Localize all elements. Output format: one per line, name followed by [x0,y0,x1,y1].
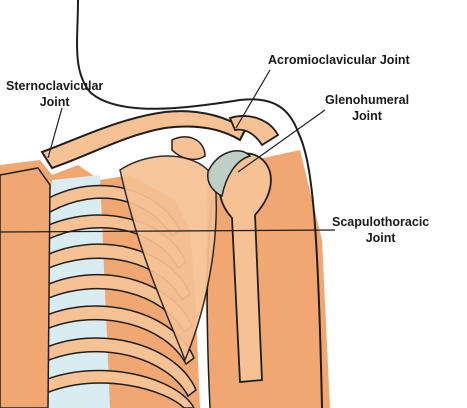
acromion [230,116,278,145]
acromioclavicular-label: Acromioclavicular Joint [268,52,410,68]
sternum [0,168,50,408]
scapulothoracic-label-line1: Scapulothoracic [332,214,429,230]
sternoclavicular-label: Sternoclavicular Joint [6,78,103,110]
sternoclavicular-label-line1: Sternoclavicular [6,78,103,94]
sternoclavicular-label-line2: Joint [6,94,103,110]
scapulothoracic-label: Scapulothoracic Joint [332,214,429,246]
glenohumeral-label-line1: Glenohumeral [325,92,409,108]
glenohumeral-label: Glenohumeral Joint [325,92,409,124]
scapulothoracic-label-line2: Joint [332,230,429,246]
acromioclavicular-label-line1: Acromioclavicular Joint [268,52,410,68]
glenohumeral-label-line2: Joint [325,108,409,124]
